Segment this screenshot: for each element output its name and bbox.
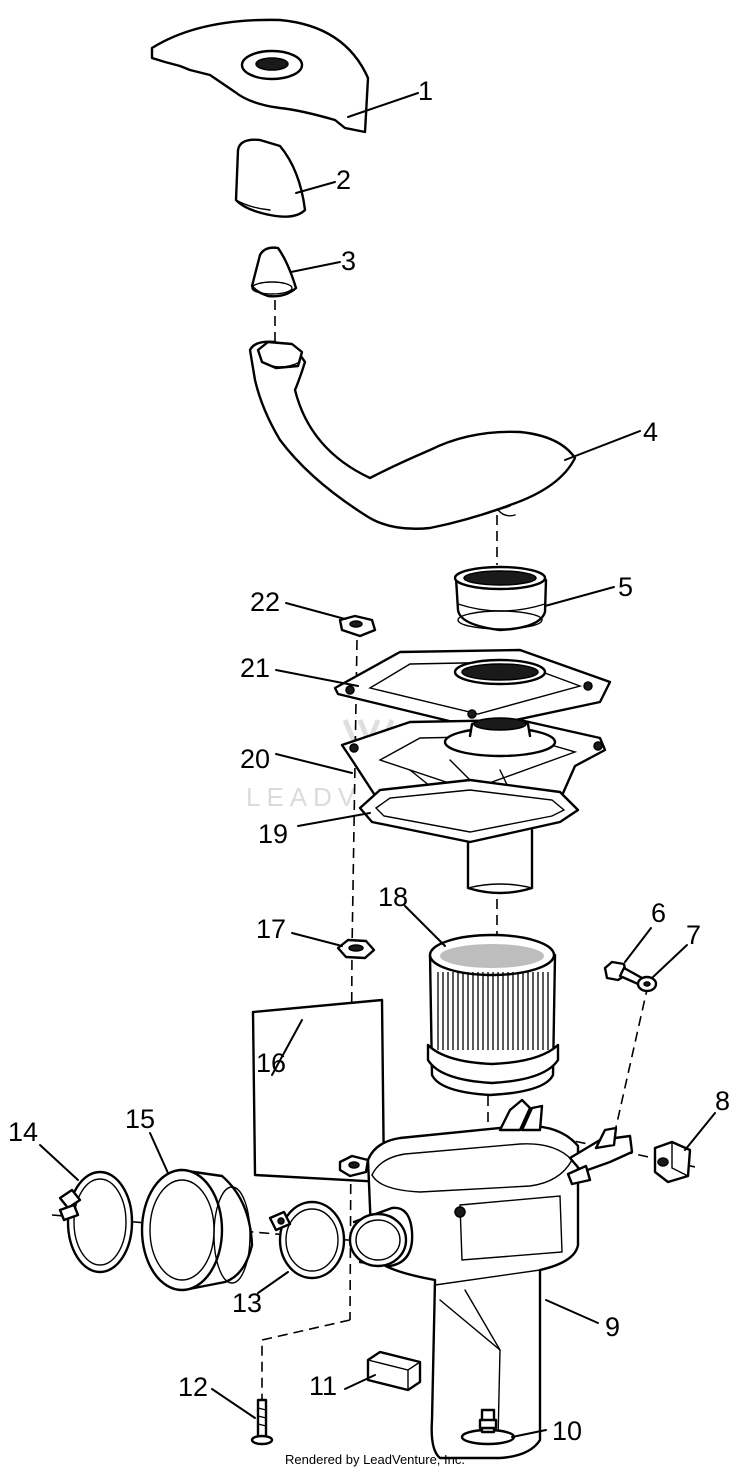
part-18-filter — [426, 933, 560, 1097]
part-14-clamp — [58, 1170, 134, 1274]
part-6-bolt — [603, 960, 644, 986]
part-16-decal — [251, 998, 386, 1184]
callout-17: 17 — [256, 914, 286, 944]
callout-12: 12 — [178, 1372, 208, 1402]
part-17-nut — [336, 938, 376, 960]
callout-18: 18 — [378, 882, 408, 912]
part-19-gasket — [358, 778, 580, 844]
callout-19: 19 — [258, 819, 288, 849]
part-7-washer — [636, 975, 658, 993]
part-3-small-cap — [250, 246, 298, 298]
callout-labels: 1 2 3 4 5 6 7 8 9 10 11 12 13 14 15 16 1… — [8, 76, 730, 1446]
part-2-cap — [234, 138, 307, 218]
part-1-cover — [150, 18, 370, 134]
footer-credit: Rendered by LeadVenture, Inc. — [285, 1452, 465, 1467]
callout-22: 22 — [250, 587, 280, 617]
part-15-boot — [140, 1168, 254, 1292]
callout-7: 7 — [686, 920, 701, 950]
callout-5: 5 — [618, 572, 633, 602]
callout-16: 16 — [256, 1048, 286, 1078]
callout-1: 1 — [418, 76, 433, 106]
part-11-foam-block — [366, 1350, 422, 1392]
filter-pleats — [437, 972, 549, 1050]
part-22-clip — [338, 614, 377, 638]
callout-6: 6 — [651, 898, 666, 928]
watermark: LEADV — [246, 719, 395, 812]
callout-9: 9 — [605, 1312, 620, 1342]
part-12-bolt — [250, 1398, 274, 1446]
callout-2: 2 — [336, 165, 351, 195]
part-9-airbox — [338, 1098, 634, 1460]
part-13-clamp — [268, 1200, 346, 1280]
part-5-coupler — [453, 565, 548, 632]
callout-4: 4 — [643, 417, 658, 447]
callout-15: 15 — [125, 1104, 155, 1134]
callout-11: 11 — [309, 1371, 337, 1401]
callout-3: 3 — [341, 246, 356, 276]
part-10-drain — [460, 1408, 516, 1446]
watermark-text: LEADV — [246, 782, 361, 812]
part-21-top-plate — [333, 648, 612, 730]
callout-13: 13 — [232, 1288, 262, 1318]
callout-20: 20 — [240, 744, 270, 774]
callout-14: 14 — [8, 1117, 38, 1147]
part-8-clip — [653, 1140, 692, 1184]
part-4-intake-duct — [248, 340, 577, 530]
callout-10: 10 — [552, 1416, 582, 1446]
callout-8: 8 — [715, 1086, 730, 1116]
callout-leaders — [39, 92, 716, 1438]
callout-21: 21 — [240, 653, 270, 683]
